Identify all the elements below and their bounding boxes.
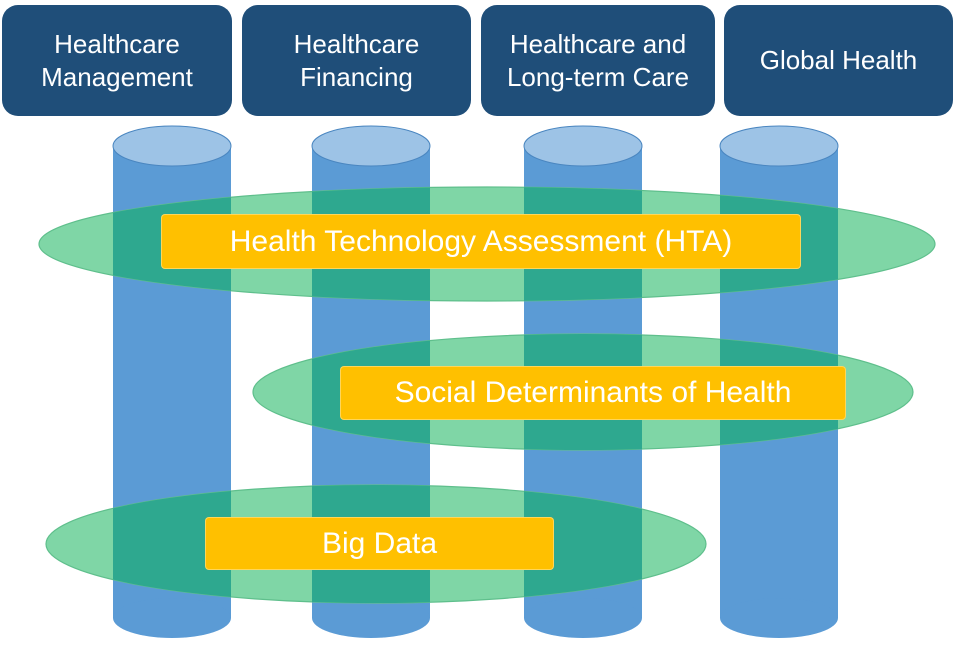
pillar-2-top bbox=[311, 125, 431, 167]
label-sdoh: Social Determinants of Health bbox=[340, 366, 846, 420]
header-healthcare-financing: Healthcare Financing bbox=[242, 5, 471, 116]
label-sdoh-text: Social Determinants of Health bbox=[394, 376, 792, 409]
label-hta: Health Technology Assessment (HTA) bbox=[161, 214, 801, 269]
header-healthcare-management: Healthcare Management bbox=[2, 5, 232, 116]
header-global-health: Global Health bbox=[724, 5, 953, 116]
pillar-4-bottom bbox=[720, 598, 838, 638]
label-big-data-text: Big Data bbox=[321, 526, 438, 560]
label-hta-text: Health Technology Assessment (HTA) bbox=[229, 224, 733, 258]
header-global-health-label: Global Health bbox=[759, 45, 918, 75]
pillar-4-top bbox=[719, 125, 839, 167]
pillar-1-top bbox=[112, 125, 232, 167]
label-big-data: Big Data bbox=[205, 517, 554, 570]
pillar-3-top bbox=[523, 125, 643, 167]
header-healthcare-management-label: Healthcare Management bbox=[41, 28, 193, 92]
header-long-term-care: Healthcare and Long-term Care bbox=[481, 5, 715, 116]
pillar-3-bottom bbox=[524, 598, 642, 638]
header-healthcare-financing-label: Healthcare Financing bbox=[293, 28, 420, 92]
header-long-term-care-label: Healthcare and Long-term Care bbox=[506, 28, 690, 92]
pillar-1-bottom bbox=[113, 598, 231, 638]
pillar-2-bottom bbox=[312, 598, 430, 638]
